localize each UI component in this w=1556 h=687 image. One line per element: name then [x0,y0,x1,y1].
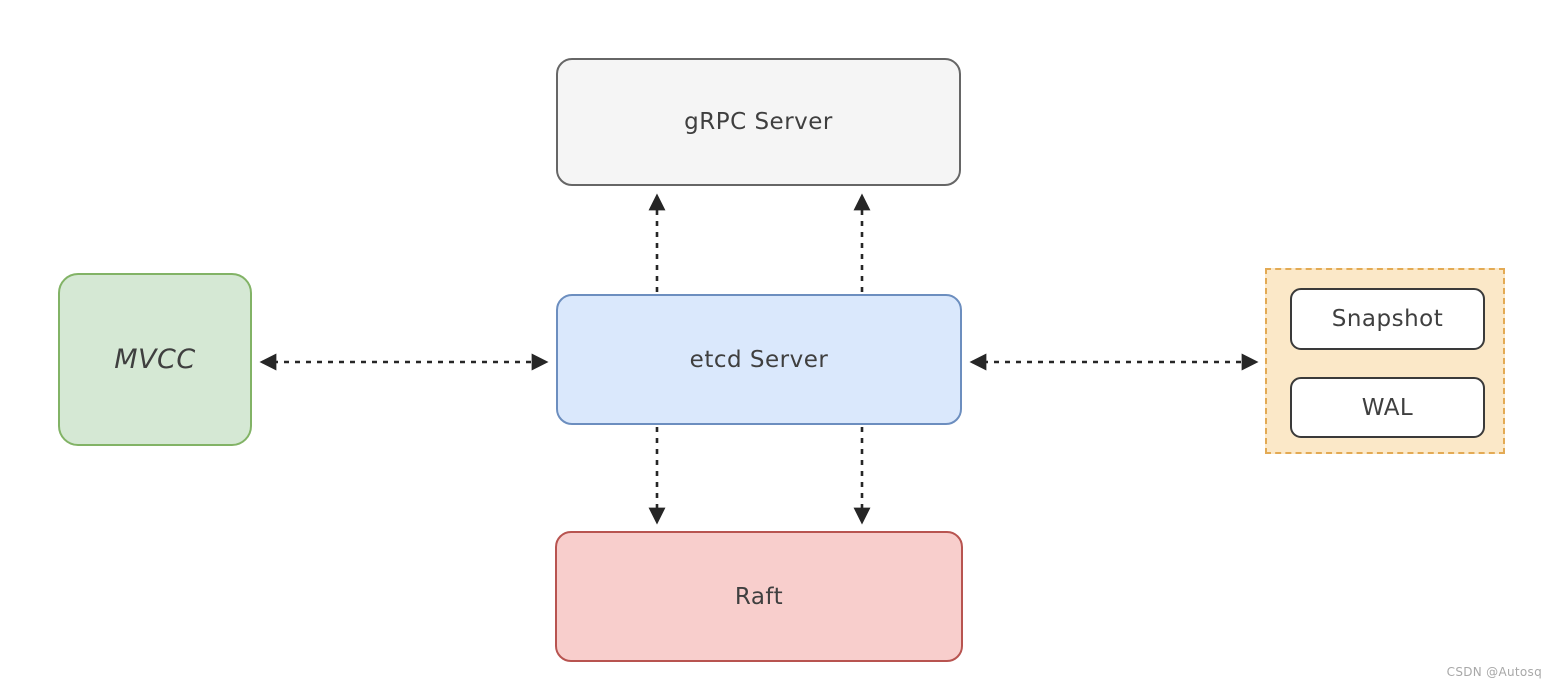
wal-node: WAL [1290,377,1485,438]
snapshot-node: Snapshot [1290,288,1485,350]
etcd-server-node: etcd Server [556,294,962,425]
wal-label: WAL [1361,394,1414,421]
raft-label: Raft [734,583,784,610]
grpc-server-label: gRPC Server [684,109,833,135]
mvcc-node: MVCC [58,273,252,446]
snapshot-label: Snapshot [1331,306,1444,332]
etcd-server-label: etcd Server [689,346,829,373]
raft-node: Raft [555,531,963,662]
grpc-server-node: gRPC Server [556,58,961,186]
watermark: CSDN @Autosq [1446,665,1542,679]
mvcc-label: MVCC [114,344,196,375]
